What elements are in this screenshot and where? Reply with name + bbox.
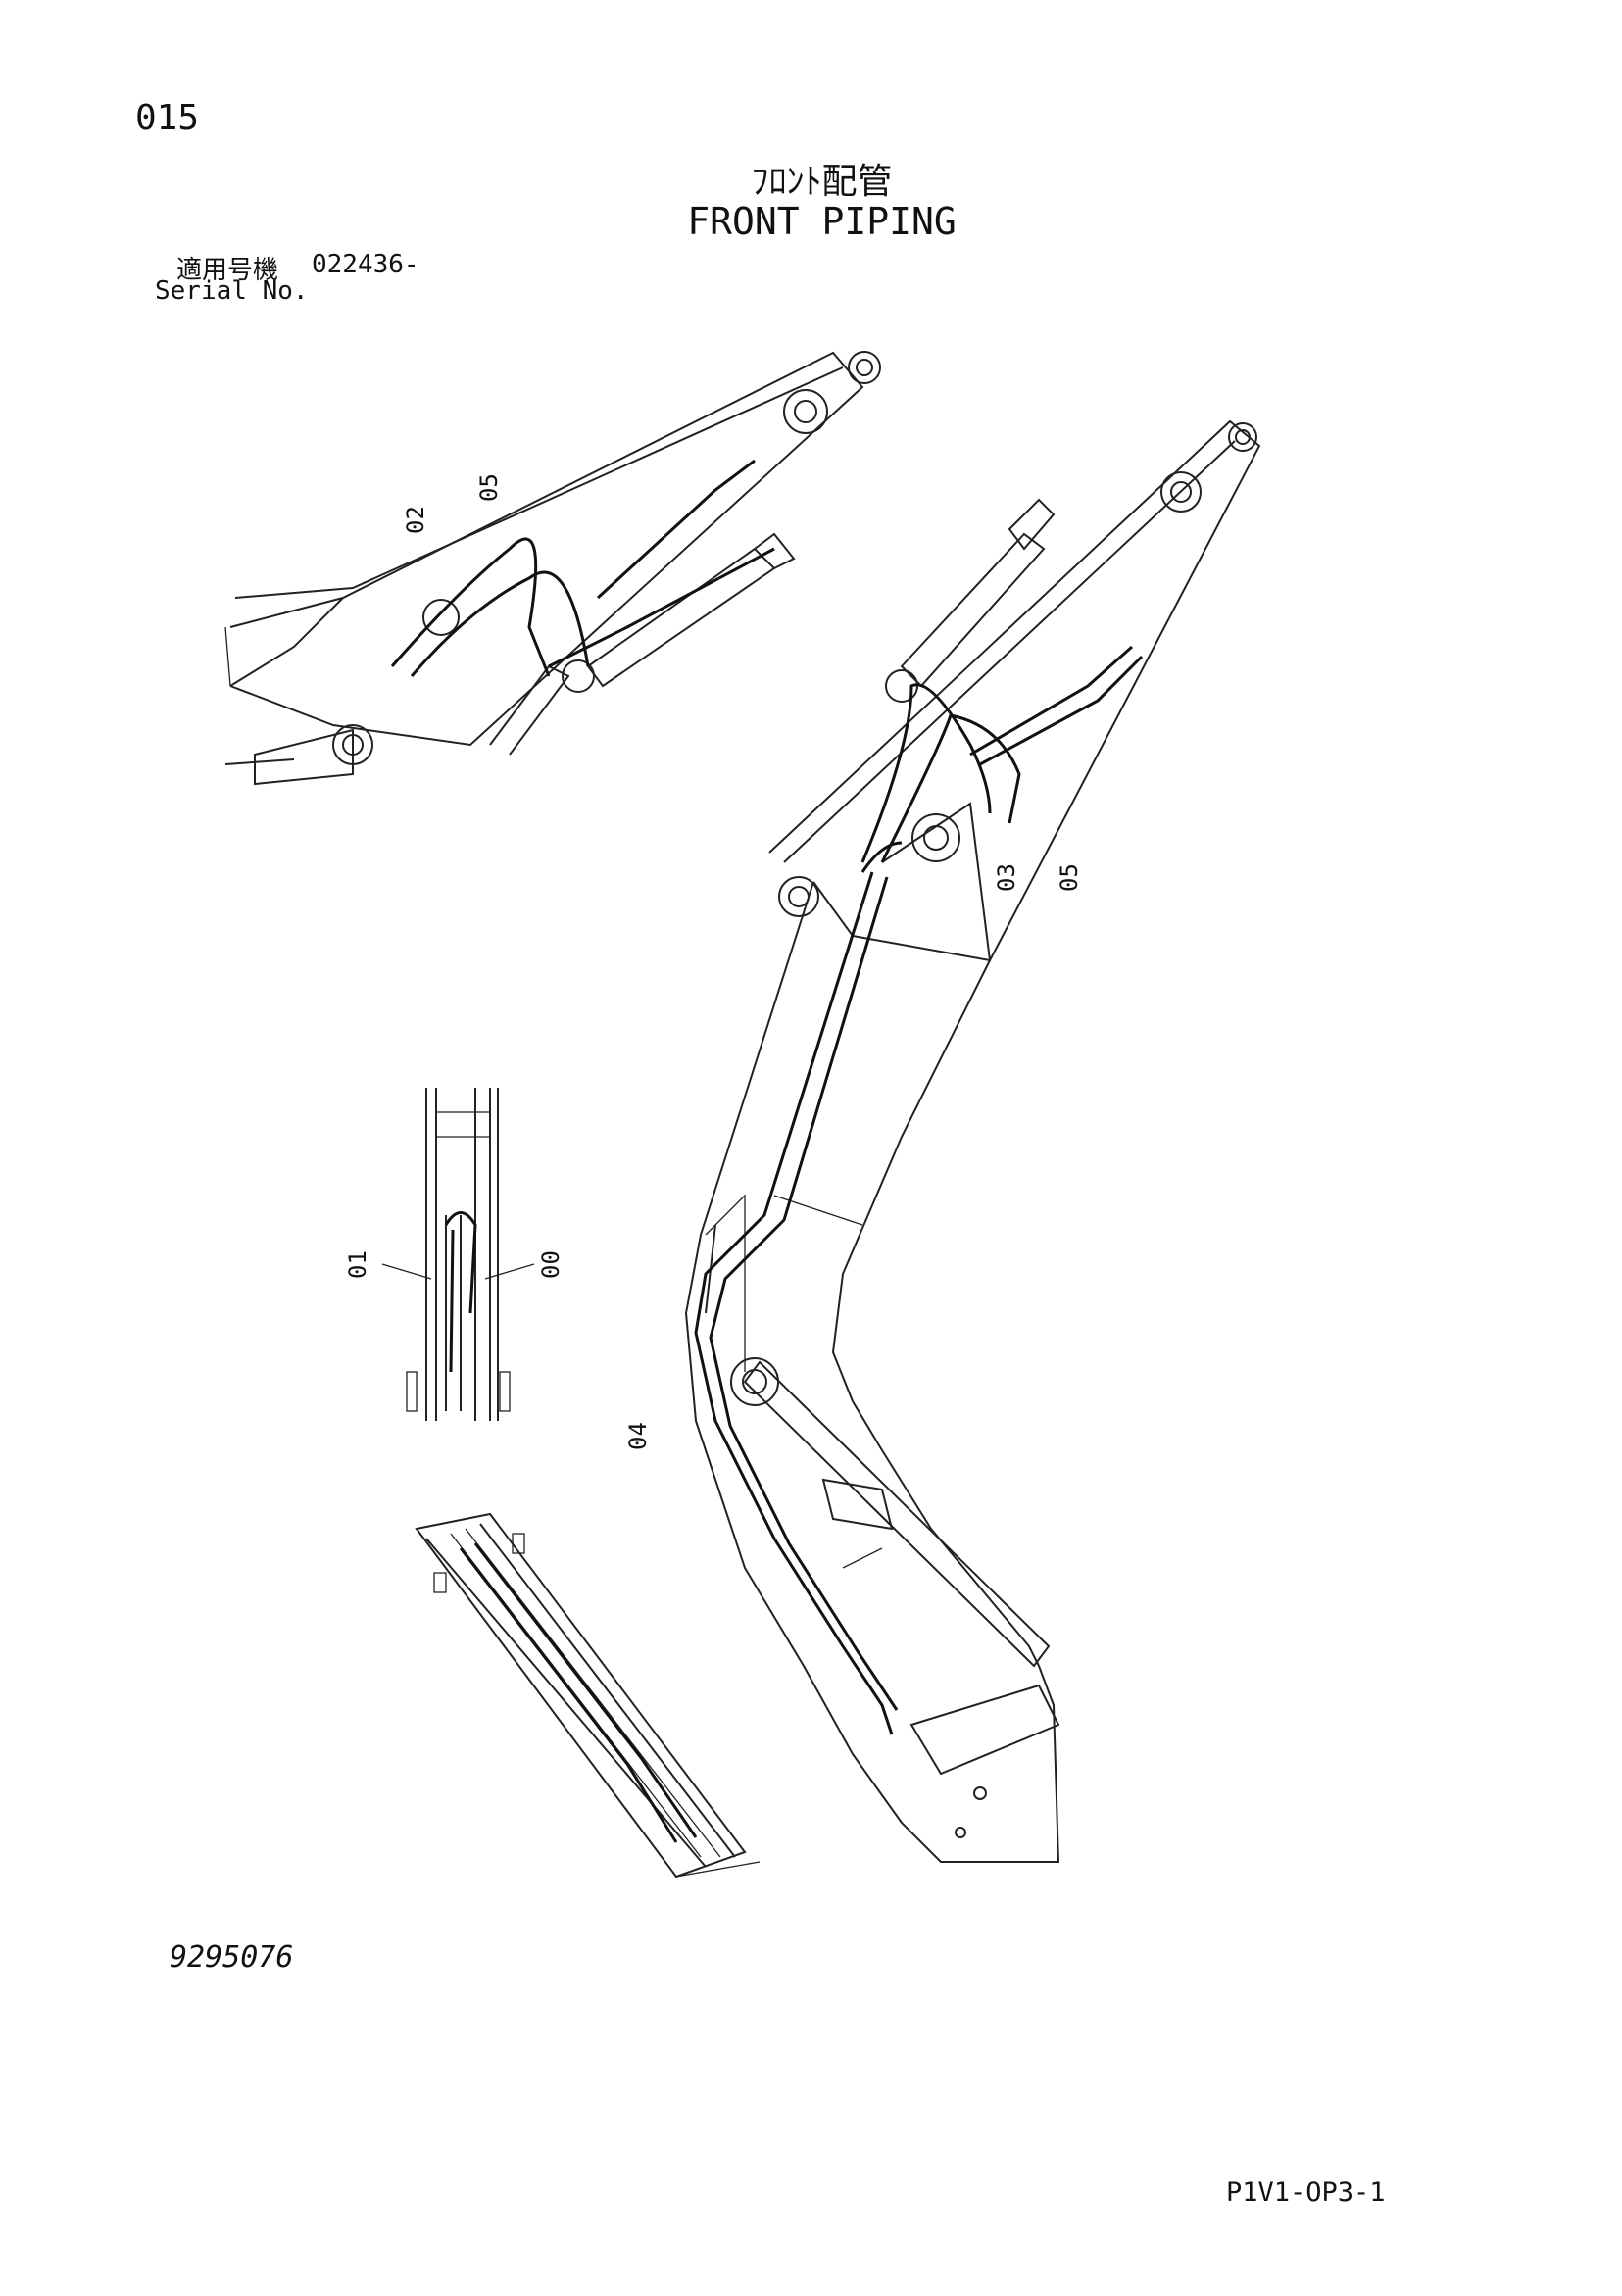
callout-00-detail: 00: [537, 1250, 565, 1279]
callout-02-top-left: 02: [402, 506, 429, 534]
hose-clamp-detail: [381, 1088, 535, 1421]
boom-top-view-detail: [415, 1512, 761, 1879]
page-number: 015: [135, 98, 200, 138]
callout-04-main: 04: [624, 1422, 652, 1450]
serial-label-japanese: 適用号機: [176, 256, 279, 285]
title-japanese: ﾌﾛﾝﾄ配管: [751, 162, 893, 202]
callout-03-main: 03: [993, 863, 1020, 892]
serial-label-english: Serial No.: [155, 276, 309, 306]
callout-05-main: 05: [1056, 863, 1083, 892]
document-number: 9295076: [170, 1940, 294, 1975]
boom-main-view: [684, 419, 1261, 1863]
serial-number-value: 022436-: [312, 250, 419, 279]
title-english: FRONT PIPING: [687, 200, 957, 243]
callout-05-top-left: 05: [475, 473, 503, 502]
page-code: P1V1-OP3-1: [1226, 2177, 1386, 2208]
arm-detail-view: [224, 351, 881, 786]
callout-01-detail: 01: [344, 1250, 371, 1279]
